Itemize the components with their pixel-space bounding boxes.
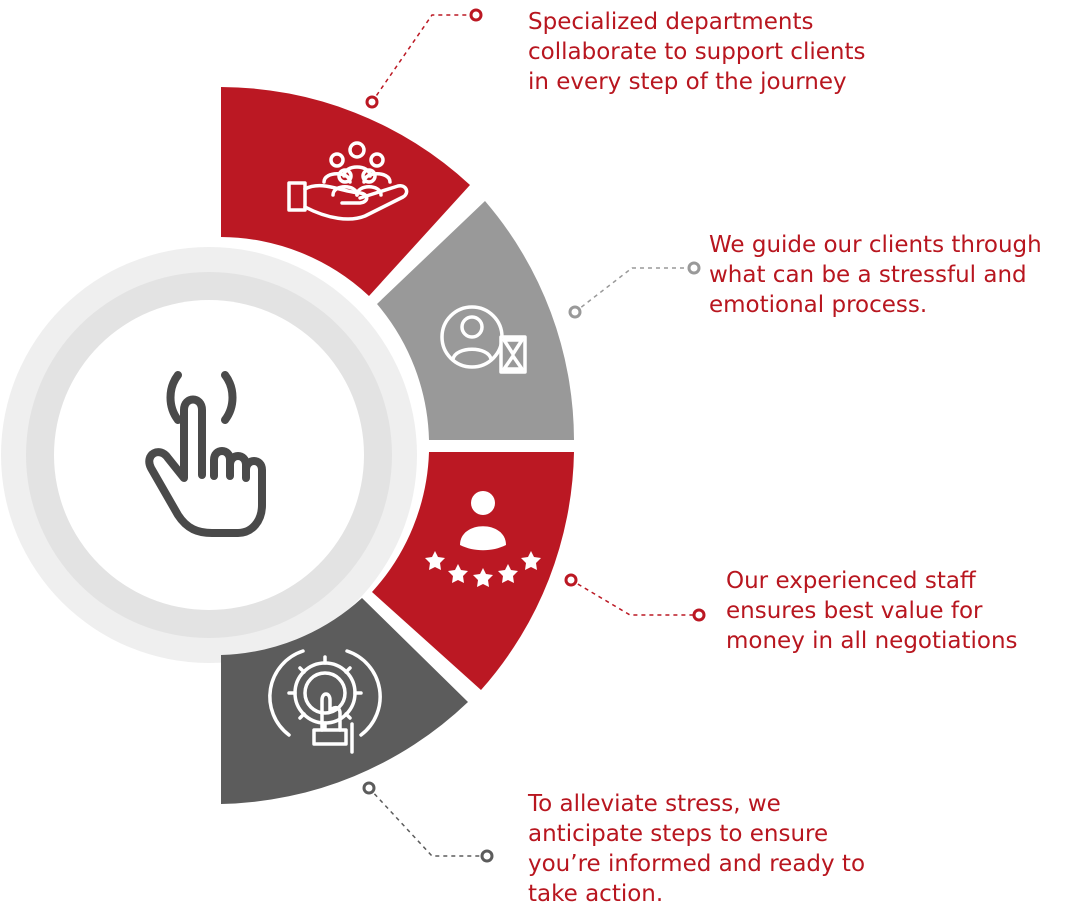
callout-4-line-3: you’re informed and ready to: [528, 851, 866, 877]
person-five-stars-icon: [425, 491, 541, 587]
callout-3-line-2: ensures best value for: [726, 598, 983, 624]
callout-3-line-1: Our experienced staff: [726, 568, 976, 594]
callout-4-line-4: take action.: [528, 881, 664, 907]
segment-2-band: [377, 201, 574, 440]
callout-1-line-2: collaborate to support clients: [528, 39, 866, 65]
callout-4-line-1: To alleviate stress, we: [528, 791, 781, 817]
callout-3-text: Our experienced staff ensures best value…: [726, 566, 1018, 656]
segment-3-band: [372, 452, 574, 690]
user-hourglass-icon: [440, 305, 527, 374]
callout-1-text: Specialized departments collaborate to s…: [528, 7, 865, 97]
callout-4-line-2: anticipate steps to ensure: [528, 821, 829, 847]
hand-on-gear-icon: [268, 649, 382, 754]
team-on-hand-icon: [287, 141, 409, 221]
callout-2-line-1: We guide our clients through: [709, 232, 1042, 258]
callout-3-line-3: money in all negotiations: [726, 628, 1018, 654]
callout-2-line-2: what can be a stressful and: [709, 262, 1027, 288]
callout-2-line-3: emotional process.: [709, 292, 928, 318]
callout-1-line-1: Specialized departments: [528, 9, 814, 35]
pointing-hand-icon: [145, 371, 266, 537]
callout-connector-4: [362, 781, 494, 863]
center-disc: [54, 300, 364, 610]
callout-2-text: We guide our clients through what can be…: [709, 230, 1042, 320]
callout-1-line-3: in every step of the journey: [528, 69, 847, 95]
callout-connector-2: [568, 261, 701, 319]
callout-connector-3: [564, 573, 706, 622]
callout-connector-1: [365, 8, 483, 109]
callout-4-text: To alleviate stress, we anticipate steps…: [528, 789, 865, 909]
